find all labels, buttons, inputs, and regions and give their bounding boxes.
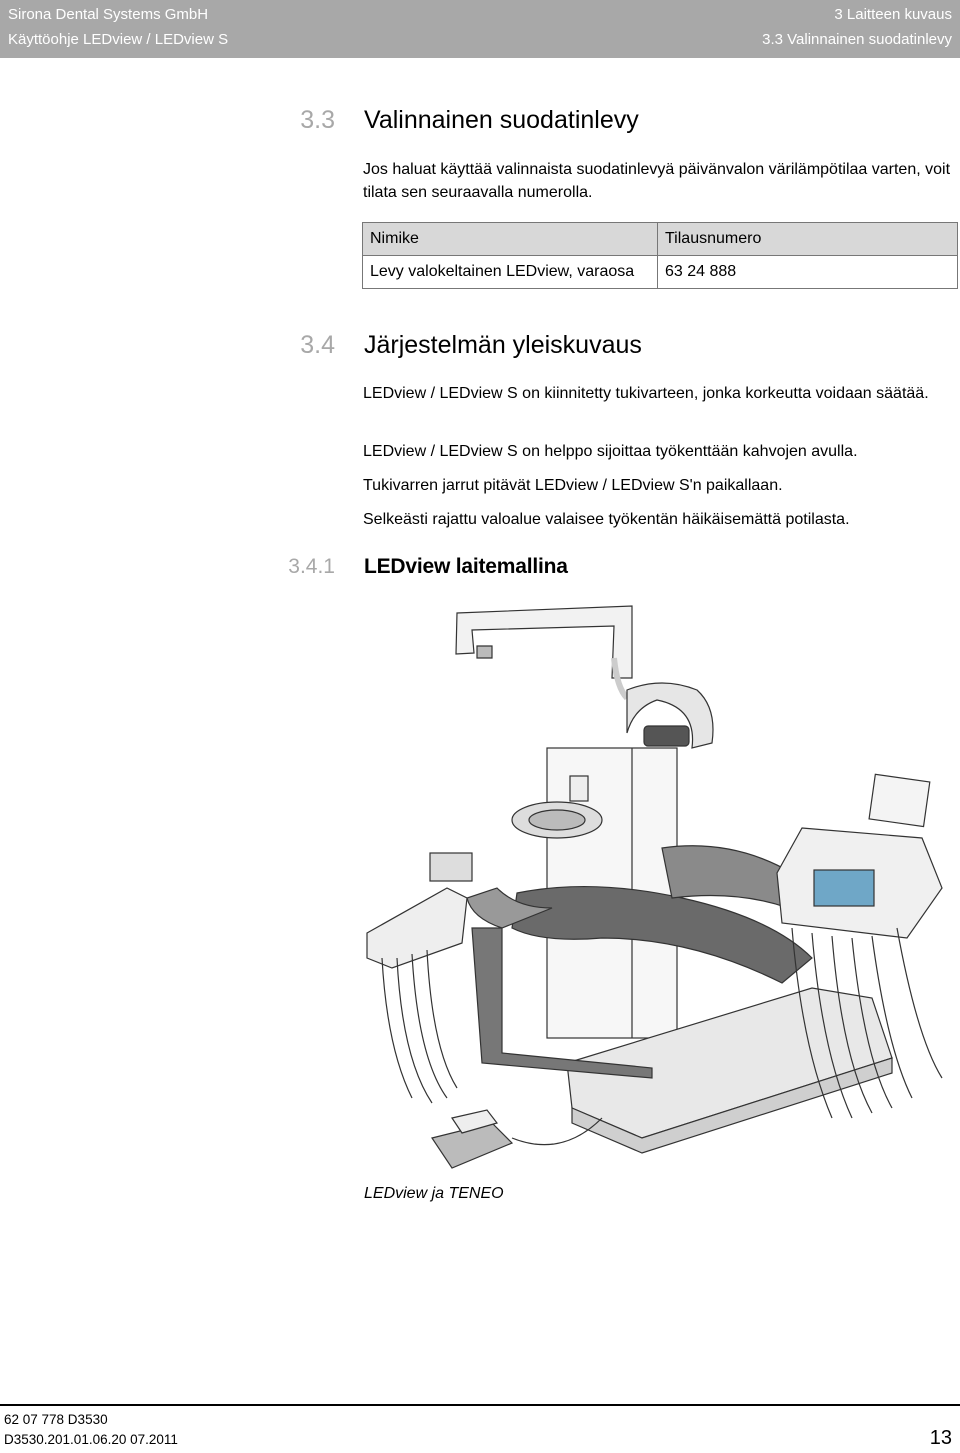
table-cell: 63 24 888	[657, 255, 958, 289]
table-header-cell: Nimike	[362, 222, 658, 256]
body-paragraph: LEDview / LEDview S on kiinnitetty tukiv…	[363, 385, 929, 402]
section-number: 3.3	[300, 106, 335, 134]
dental-unit-illustration	[366, 605, 943, 1169]
parts-table: Nimike Tilausnumero Levy valokeltainen L…	[362, 222, 958, 289]
page-number: 13	[929, 1427, 952, 1449]
section-number: 3.4	[300, 331, 335, 359]
table-row: Levy valokeltainen LEDview, varaosa 63 2…	[362, 255, 958, 289]
table-header-cell: Tilausnumero	[657, 222, 958, 256]
footer-doc-code: D3530.201.01.06.20 07.2011	[4, 1432, 178, 1447]
body-paragraph: LEDview / LEDview S on helppo sijoittaa …	[363, 443, 858, 460]
body-paragraph: Tukivarren jarrut pitävät LEDview / LEDv…	[363, 477, 783, 494]
table-cell: Levy valokeltainen LEDview, varaosa	[362, 255, 658, 289]
footer-rule	[0, 1404, 960, 1406]
subsection-number: 3.4.1	[288, 555, 335, 578]
body-paragraph: Selkeästi rajattu valoalue valaisee työk…	[363, 511, 850, 528]
header-manual-title: Käyttöohje LEDview / LEDview S	[8, 31, 229, 48]
section-title: Valinnainen suodatinlevy	[364, 106, 639, 134]
header-section: 3.3 Valinnainen suodatinlevy	[762, 31, 952, 48]
table-header-row: Nimike Tilausnumero	[362, 222, 958, 256]
figure-caption: LEDview ja TENEO	[364, 1185, 504, 1202]
intro-paragraph: Jos haluat käyttää valinnaista suodatinl…	[363, 161, 951, 201]
section-title: Järjestelmän yleiskuvaus	[364, 331, 642, 359]
footer-order-number: 62 07 778 D3530	[4, 1412, 108, 1427]
header-chapter: 3 Laitteen kuvaus	[834, 6, 952, 23]
page-header: Sirona Dental Systems GmbH Käyttöohje LE…	[0, 0, 960, 58]
header-company: Sirona Dental Systems GmbH	[8, 6, 209, 23]
subsection-title: LEDview laitemallina	[364, 555, 568, 578]
